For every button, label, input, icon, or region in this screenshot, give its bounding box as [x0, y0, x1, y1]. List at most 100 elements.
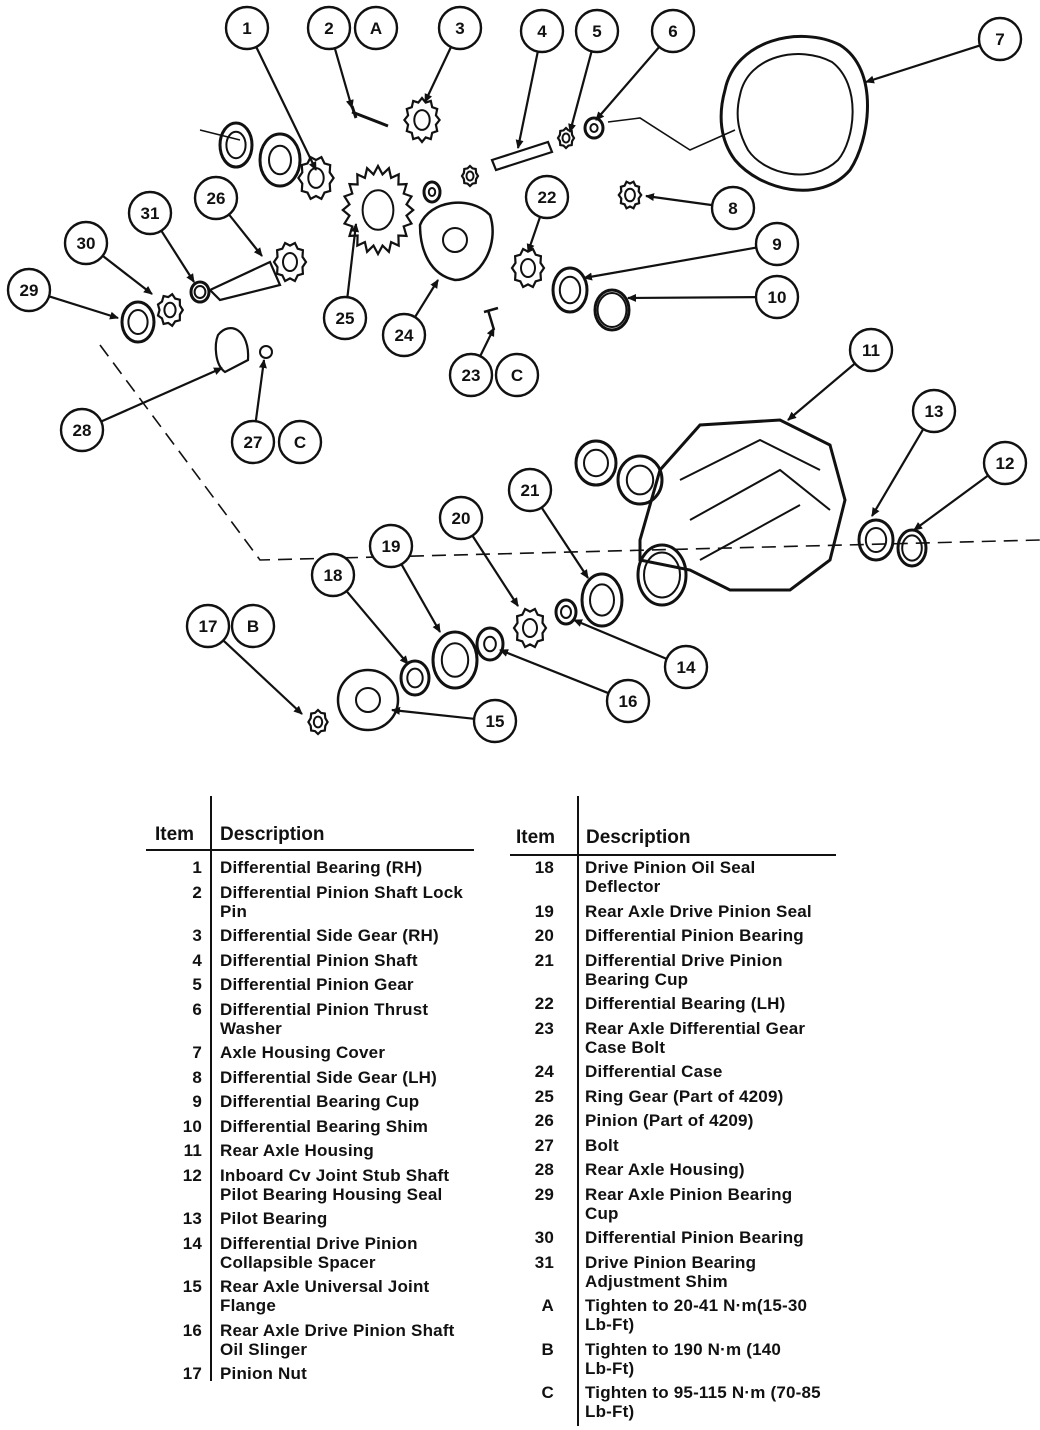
differential-bearing-cup-left	[218, 121, 254, 169]
legend-header-item-left: Item	[155, 824, 195, 845]
callout-4: 4	[519, 8, 565, 54]
leader-4	[515, 51, 539, 149]
legend-item-number: 19	[534, 901, 554, 921]
leader-18	[345, 590, 409, 665]
callout-bubble	[977, 16, 1023, 62]
callout-bubble	[193, 175, 239, 221]
housing-ribs	[679, 438, 831, 561]
differential-case	[418, 201, 494, 282]
callout-label: 28	[73, 421, 92, 440]
callout-27: 27	[230, 419, 276, 465]
legend-description-line: Differential Pinion Thrust	[220, 999, 429, 1019]
legend-description-line: Tighten to 190 N·m (140	[585, 1339, 782, 1359]
leader-29	[48, 295, 119, 320]
legend-description-line: Case Bolt	[585, 1037, 666, 1057]
leader-6	[595, 46, 661, 121]
leader-19	[400, 563, 441, 633]
differential-bearing-lh	[510, 247, 546, 289]
legend-item-number: 2	[192, 882, 202, 902]
legend-item-number: 12	[182, 1165, 202, 1185]
callout-label: 27	[244, 433, 263, 452]
callout-bubble	[524, 174, 570, 220]
leader-17	[222, 639, 303, 715]
bearing-shim	[593, 288, 631, 332]
legend-item-number: 7	[192, 1043, 202, 1062]
callout-label: 11	[862, 341, 880, 360]
callout-label: 20	[452, 509, 471, 528]
legend-description-line: Axle Housing Cover	[220, 1043, 386, 1062]
legend-item-number: 3	[192, 926, 202, 945]
upper-bearing-11b	[616, 454, 664, 506]
callout-label: 24	[395, 326, 414, 345]
callout-bubble	[663, 644, 709, 690]
legend-item-number: 16	[182, 1320, 202, 1340]
callout-label: C	[294, 433, 306, 452]
callout-bubble	[494, 352, 540, 398]
legend-item-number: 31	[534, 1252, 554, 1272]
callout-bubble	[310, 552, 356, 598]
legend-item-number: 23	[534, 1018, 554, 1038]
callout-1: 1	[224, 5, 270, 51]
ring-gear	[341, 163, 415, 257]
bearing-cap-28	[214, 327, 250, 374]
callout-label: 9	[772, 235, 781, 254]
legend-description-line: Oil Slinger	[220, 1339, 308, 1359]
thrust-washer-right	[583, 116, 605, 140]
callout-15: 15	[472, 698, 518, 744]
callout-14: 14	[663, 644, 709, 690]
callout-22: 22	[524, 174, 570, 220]
legend-description-line: Deflector	[585, 877, 661, 896]
pinion-bearing-30	[156, 292, 185, 328]
callout-bubble	[368, 523, 414, 569]
legend-item-number: 13	[182, 1209, 202, 1228]
callout-20: 20	[438, 495, 484, 541]
leader-7	[865, 44, 981, 84]
legend-description-line: Drive Pinion Oil Seal	[585, 858, 756, 877]
callout-bubble	[322, 295, 368, 341]
legend-item-number: 11	[183, 1141, 202, 1160]
case-bolt	[483, 306, 499, 331]
legend-item-description: Differential Bearing (RH)	[220, 858, 490, 877]
adjustment-shim-31	[189, 280, 211, 304]
pinion-nut-17	[307, 708, 329, 736]
callout-bubble	[519, 8, 565, 54]
callout-bubble	[448, 352, 494, 398]
callout-bubble	[230, 419, 276, 465]
legend-description-line: Adjustment Shim	[585, 1271, 728, 1291]
leader-15	[391, 706, 475, 720]
leader-24	[414, 279, 439, 318]
legend-description-line: Tighten to 20-41 N·m(15-30	[585, 1296, 808, 1315]
callout-31: 31	[127, 190, 173, 236]
rear-axle-housing	[638, 418, 847, 592]
callout-11: 11	[848, 327, 894, 373]
callout-bubble	[911, 388, 957, 434]
legend-row: 7 Axle Housing Cover	[0, 1043, 490, 1062]
callout-5: 5	[574, 8, 620, 54]
legend-description-line: Collapsible Spacer	[220, 1252, 376, 1272]
pinion-gear-left	[460, 164, 480, 188]
callout-bubble	[438, 495, 484, 541]
callout-label: 13	[925, 402, 944, 421]
upper-bearing-cup-11a	[574, 439, 618, 487]
leader-27	[254, 359, 267, 422]
callout-29: 29	[6, 267, 52, 313]
assembly-axis	[199, 117, 736, 151]
legend-description-line: Lb-Ft)	[585, 1315, 635, 1334]
callout-17: 17	[185, 603, 231, 649]
